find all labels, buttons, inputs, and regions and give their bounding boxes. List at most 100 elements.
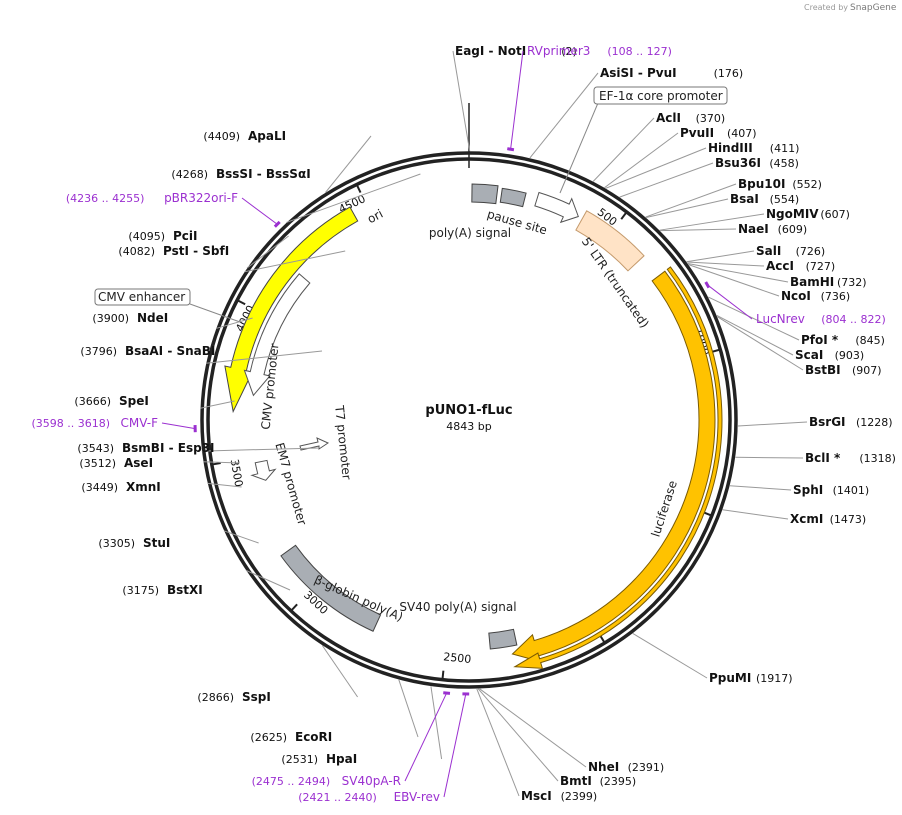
enzyme-name: PfoI * — [801, 333, 839, 347]
enzyme-sites: EagI - NotI(2)AsiSI - PvuI(176)AclI(370)… — [74, 44, 896, 803]
enzyme-leader-line — [325, 135, 372, 193]
enzyme-site: AclI(370) — [592, 111, 726, 182]
enzyme-position: (3512) — [79, 457, 116, 470]
primer-bind-mark — [507, 147, 515, 152]
enzyme-name: NdeI — [137, 311, 168, 325]
enzyme-name: ScaI — [795, 348, 823, 362]
primer-range: (2475 .. 2494) — [252, 775, 331, 788]
enzyme-leader-line — [687, 262, 789, 283]
primer-range: (4236 .. 4255) — [66, 192, 145, 205]
enzyme-position: (2391) — [628, 761, 665, 774]
enzyme-position: (609) — [778, 223, 808, 236]
enzyme-name: SspI — [242, 690, 271, 704]
primer-name: SV40pA-R — [342, 774, 401, 788]
enzyme-name: BmtI — [560, 774, 592, 788]
enzyme-position: (4082) — [118, 245, 155, 258]
enzyme-name: BsaI — [730, 192, 759, 206]
enzyme-leader-line — [205, 350, 323, 364]
enzyme-position: (903) — [835, 349, 865, 362]
enzyme-site: NaeI(609) — [660, 222, 807, 236]
enzyme-site: Bpu10I(552) — [645, 177, 822, 218]
enzyme-site: (2866) SspI — [197, 645, 359, 704]
enzyme-site: (3796)BsaAI - SnaBI — [80, 344, 323, 364]
enzyme-leader-line — [215, 317, 253, 329]
credit-prefix: Created by — [804, 3, 848, 12]
enzyme-site: BclI *(1318) — [735, 451, 896, 465]
enzyme-site: AsiSI - PvuI(176) — [529, 66, 743, 159]
tick-label: 3500 — [228, 458, 246, 488]
enzyme-name: PpuMI — [709, 671, 751, 685]
enzyme-position: (1473) — [830, 513, 867, 526]
enzyme-site: (4409)ApaLI — [203, 129, 372, 193]
enzyme-position: (1228) — [856, 416, 893, 429]
enzyme-site: HindIII (411) — [605, 141, 800, 189]
enzyme-name: BsmBI - Esp3I — [122, 441, 214, 455]
enzyme-site: SalI(726) — [686, 244, 825, 263]
enzyme-leader-line — [716, 314, 794, 356]
cmv-enhancer-label: CMV enhancer — [94, 288, 241, 323]
enzyme-leader-line — [200, 400, 235, 409]
enzyme-name: BclI * — [805, 451, 841, 465]
enzyme-leader-line — [646, 198, 729, 219]
primer-range: (804 .. 822) — [821, 313, 886, 326]
enzyme-position: (411) — [770, 142, 800, 155]
ef1a-core-promoter-label: EF-1α core promoter — [559, 86, 728, 194]
enzyme-site: ScaI (903) — [716, 314, 865, 362]
tick-mark — [211, 462, 221, 466]
enzyme-name: HpaI — [326, 752, 357, 766]
primer-leader-line — [161, 422, 196, 430]
primer-name: RVprimer3 — [527, 44, 590, 58]
enzyme-position: (727) — [806, 260, 836, 273]
enzyme-leader-line — [201, 447, 320, 452]
primer-leader-line — [510, 50, 524, 150]
enzyme-name: BstBI — [805, 363, 841, 377]
enzyme-leader-line — [246, 235, 289, 269]
primer-leader-line — [707, 284, 753, 320]
primer-site: SV40pA-R (2475 .. 2494) — [252, 691, 451, 788]
enzyme-leader-line — [592, 117, 655, 182]
enzyme-name: NgoMIV — [766, 207, 819, 221]
enzyme-name: NcoI — [781, 289, 811, 303]
enzyme-position: (3449) — [81, 481, 118, 494]
enzyme-position: (552) — [792, 178, 822, 191]
enzyme-position: (2866) — [197, 691, 234, 704]
enzyme-name: HindIII — [708, 141, 753, 155]
enzyme-position: (458) — [769, 157, 799, 170]
enzyme-position: (1401) — [833, 484, 870, 497]
enzyme-position: (370) — [696, 112, 726, 125]
enzyme-position: (2) — [561, 45, 577, 58]
luciferase-arrow — [511, 270, 716, 663]
enzyme-leader-line — [321, 645, 359, 698]
enzyme-position: (2399) — [561, 790, 598, 803]
enzyme-site: PfoI * (845) — [708, 296, 885, 347]
enzyme-leader-line — [604, 132, 679, 189]
enzyme-name: Bsu36I — [715, 156, 761, 170]
enzyme-leader-line — [245, 569, 291, 591]
primer-site: pBR322ori-F(4236 .. 4255) — [66, 191, 281, 228]
enzyme-name: PstI - SbfI — [163, 244, 229, 258]
enzyme-name: MscI — [521, 789, 552, 803]
enzyme-site: (3543) BsmBI - Esp3I — [77, 441, 320, 455]
enzyme-position: (3900) — [92, 312, 129, 325]
enzyme-site: BsrGI(1228) — [737, 415, 893, 429]
bglobin-box — [280, 544, 382, 632]
enzyme-name: AseI — [124, 456, 153, 470]
t7-arrow — [299, 437, 330, 451]
enzyme-leader-line — [708, 296, 800, 341]
enzyme-site: BamHI(732) — [687, 262, 867, 289]
pause-site-arrow — [534, 191, 579, 224]
enzyme-name: NheI — [588, 760, 619, 774]
enzyme-name: BamHI — [790, 275, 834, 289]
enzyme-name: AccI — [766, 259, 794, 273]
enzyme-position: (845) — [855, 334, 885, 347]
enzyme-name: StuI — [143, 536, 170, 550]
enzyme-name: SalI — [756, 244, 781, 258]
enzyme-site: (3305)StuI — [98, 530, 259, 550]
enzyme-site: NheI (2391) — [479, 688, 665, 774]
enzyme-position: (3543) — [77, 442, 114, 455]
cmv-promoter-arrow — [243, 273, 311, 397]
enzyme-position: (907) — [852, 364, 882, 377]
enzyme-leader-line — [223, 530, 259, 544]
enzyme-site: EagI - NotI(2) — [452, 44, 577, 152]
